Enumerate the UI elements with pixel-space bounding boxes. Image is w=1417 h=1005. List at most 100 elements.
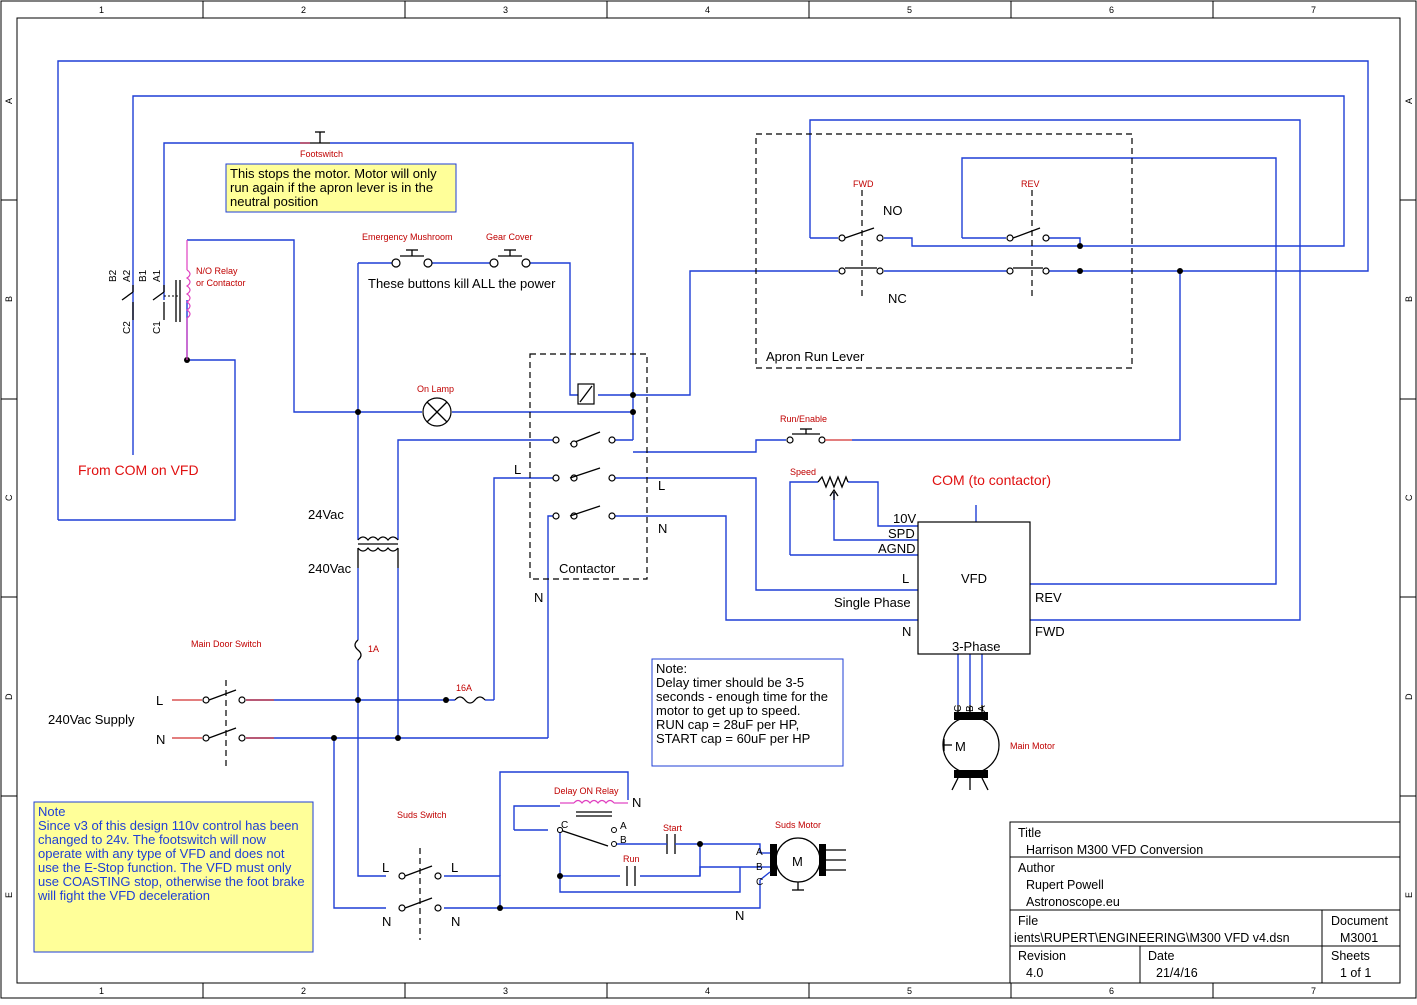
fuse-16a: 16A (454, 683, 486, 704)
grid-row-a-right: A (1404, 98, 1414, 104)
delay-note-line-3: seconds - enough time for the (656, 689, 828, 704)
footswitch: Footswitch (300, 131, 343, 159)
vfd-terminal-agnd: AGND (878, 541, 916, 556)
apron-run-lever: FWD REV NO NC Apron Run Lever (755, 133, 1133, 369)
document-value: M3001 (1340, 931, 1378, 945)
sheets-label: Sheets (1331, 949, 1370, 963)
suds-switch-label: Suds Switch (397, 810, 447, 820)
vfd-single-phase: Single Phase (834, 595, 911, 610)
suds-l-out: L (451, 860, 458, 875)
design-note-line-2: Since v3 of this design 110v control has… (38, 818, 299, 833)
relay-sub-label: or Contactor (196, 278, 246, 288)
grid-col-7: 7 (1311, 5, 1316, 15)
gear-cover-switch: Gear Cover (486, 232, 533, 268)
run-capacitor-label: Run (623, 854, 640, 864)
grid-row-e: E (4, 892, 14, 898)
supply-label: 240Vac Supply (48, 712, 135, 727)
com-to-contactor-label: COM (to contactor) (932, 472, 1051, 488)
delay-note-line-4: motor to get up to speed. (656, 703, 801, 718)
title-value: Harrison M300 VFD Conversion (1026, 843, 1203, 857)
title-block: Title Harrison M300 VFD Conversion Autho… (1009, 821, 1401, 984)
relay-pin-c2: C2 (122, 321, 133, 334)
speed-potentiometer: Speed (790, 467, 849, 500)
footswitch-note: This stops the motor. Motor will only ru… (225, 163, 457, 213)
vfd-terminal-rev: REV (1035, 590, 1062, 605)
title-label: Title (1018, 826, 1041, 840)
sheets-value: 1 of 1 (1340, 966, 1371, 980)
revision-label: Revision (1018, 949, 1066, 963)
design-note-line-1: Note (38, 804, 65, 819)
delay-note: Note: Delay timer should be 3-5 seconds … (651, 658, 844, 767)
apron-nc-label: NC (888, 291, 907, 306)
delay-relay-pin-a: A (620, 821, 627, 832)
grid-col-2-bottom: 2 (301, 986, 306, 996)
suds-n-out: N (451, 914, 460, 929)
vfd-terminal-l: L (902, 571, 909, 586)
grid-col-1: 1 (99, 5, 104, 15)
apron-run-lever-label: Apron Run Lever (766, 349, 865, 364)
footswitch-label: Footswitch (300, 149, 343, 159)
main-door-switch: Main Door Switch L N 240Vac Supply (48, 639, 274, 768)
grid-col-5-bottom: 5 (907, 986, 912, 996)
grid-col-1-bottom: 1 (99, 986, 104, 996)
relay-pin-b1: B1 (138, 269, 149, 282)
junctions (184, 243, 1183, 911)
suds-motor-pin-a: A (756, 847, 763, 858)
design-note-line-4: operate with any type of VFD and does no… (38, 846, 285, 861)
suds-motor-n: N (735, 908, 744, 923)
file-value: ients\RUPERT\ENGINEERING\M300 VFD v4.dsn (1014, 931, 1290, 945)
apron-no-label: NO (883, 203, 903, 218)
emergency-mushroom: Emergency Mushroom (362, 232, 453, 268)
main-motor-pin-a: A (977, 705, 988, 712)
suds-motor-pin-b: B (756, 862, 763, 873)
contactor-l-out: L (658, 478, 665, 493)
relay-pin-a1: A1 (152, 269, 163, 282)
relay-pin-b2: B2 (108, 269, 119, 282)
main-motor-label: Main Motor (1010, 741, 1055, 751)
grid-row-a: A (4, 98, 14, 104)
grid-col-4-bottom: 4 (705, 986, 710, 996)
design-note: Note Since v3 of this design 110v contro… (33, 801, 314, 953)
delay-note-line-5: RUN cap = 28uF per HP, (656, 717, 799, 732)
main-motor-pin-b: B (965, 705, 976, 712)
on-lamp-label: On Lamp (417, 384, 454, 394)
grid-col-3-bottom: 3 (503, 986, 508, 996)
delay-relay-label: Delay ON Relay (554, 786, 619, 796)
grid-row-d: D (4, 693, 14, 700)
supply-n: N (156, 732, 165, 747)
supply-l: L (156, 693, 163, 708)
run-capacitor: Run (623, 854, 640, 886)
grid-col-6: 6 (1109, 5, 1114, 15)
delay-relay-pin-b: B (620, 835, 627, 846)
file-label: File (1018, 914, 1038, 928)
delay-note-line-2: Delay timer should be 3-5 (656, 675, 804, 690)
grid-row-c-right: C (1404, 494, 1414, 501)
apron-fwd-label: FWD (853, 179, 874, 189)
vfd-terminal-n: N (902, 624, 911, 639)
grid-row-d-right: D (1404, 693, 1414, 700)
start-capacitor-label: Start (663, 823, 683, 833)
document-label: Document (1331, 914, 1388, 928)
vfd: VFD 10V SPD AGND L Single Phase N 3-Phas… (834, 511, 1065, 655)
main-door-switch-label: Main Door Switch (191, 639, 262, 649)
grid-row-e-right: E (1404, 892, 1414, 898)
transformer-240vac: 240Vac (308, 561, 352, 576)
vfd-terminal-10v: 10V (893, 511, 916, 526)
fuse-1a-label: 1A (368, 644, 379, 654)
author-value: Rupert Powell (1026, 878, 1104, 892)
contactor-label: Contactor (559, 561, 616, 576)
relay-pin-a2: A2 (122, 269, 133, 282)
contactor-l-in: L (514, 462, 521, 477)
main-motor: M C B A Main Motor (942, 705, 1055, 791)
grid-col-4: 4 (705, 5, 710, 15)
design-note-line-5: use the E-Stop function. The VFD must on… (38, 860, 292, 875)
design-note-line-6: use COASTING stop, otherwise the foot br… (38, 874, 305, 889)
from-com-label: From COM on VFD (78, 462, 199, 478)
revision-value: 4.0 (1026, 966, 1043, 980)
delay-note-line-6: START cap = 60uF per HP (656, 731, 810, 746)
date-label: Date (1148, 949, 1174, 963)
contactor-n-in: N (534, 590, 543, 605)
contactor: Contactor L L N N (514, 353, 667, 605)
